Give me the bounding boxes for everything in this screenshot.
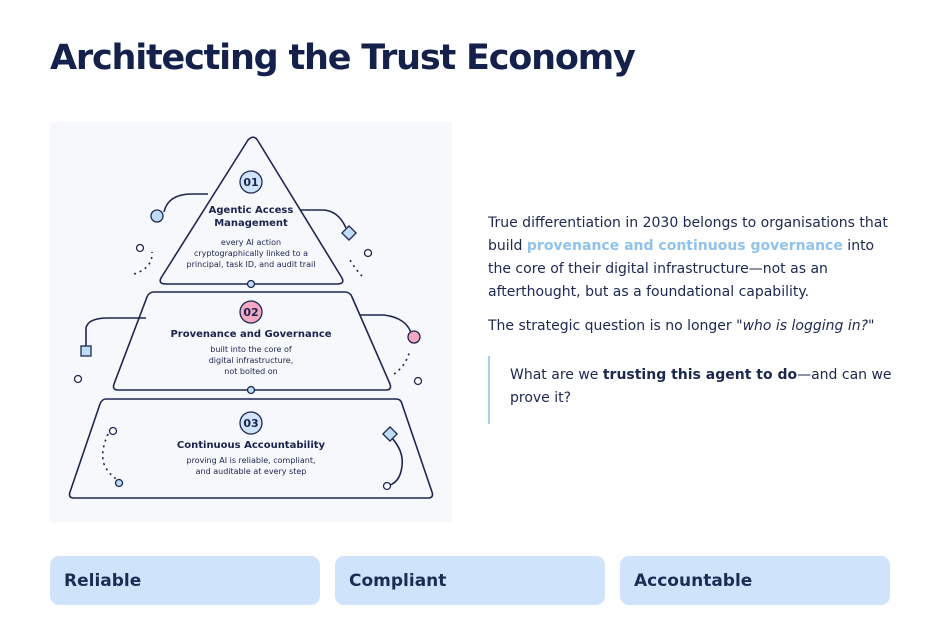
connector-line (393, 349, 411, 375)
node-marker (341, 225, 357, 241)
question-quote: "who is logging in?" (736, 318, 875, 334)
tier-1-desc-line: every AI action (221, 238, 281, 247)
connector-line (133, 251, 153, 275)
tier-1-badge (239, 170, 263, 194)
page-title: Architecting the Trust Economy (50, 38, 636, 78)
card-compliant: Compliant (335, 556, 605, 605)
tier-1-shape (159, 136, 344, 285)
node-marker (114, 478, 124, 488)
trust-pyramid-svg: 01 Agentic Access Management every AI ac… (68, 136, 434, 499)
node-marker (382, 481, 392, 491)
highlight-phrase: provenance and continuous governance (526, 238, 843, 254)
node-marker (363, 248, 373, 258)
intro-text: into the core of their digital infrastru… (488, 238, 875, 300)
card-label: Reliable (64, 570, 142, 591)
node-marker (407, 330, 421, 344)
tier-2-shape (112, 291, 392, 391)
quote-text: —and can we prove it? (510, 367, 892, 406)
node-marker (80, 345, 92, 357)
tier-3-title-line: Continuous Accountability (177, 440, 326, 451)
tier-3-badge (239, 411, 263, 435)
card-accountable: Accountable (620, 556, 890, 605)
pull-quote: What are we trusting this agent to do—an… (488, 356, 893, 424)
tier-2-badge (239, 300, 263, 324)
tier-2-desc-line: not bolted on (224, 367, 277, 376)
tier-joint (246, 385, 256, 395)
connector-line (101, 433, 119, 481)
connector-line (163, 193, 208, 213)
tier-2-desc-line: digital infrastructure, (209, 356, 294, 365)
question-paragraph: The strategic question is no longer "who… (488, 315, 893, 338)
tier-3-shape (68, 398, 434, 499)
tier-2-desc-line: built into the core of (210, 345, 292, 354)
tier-3-desc-line: proving AI is reliable, compliant, (187, 456, 316, 465)
tier-1-desc-line: cryptographically linked to a (194, 249, 308, 258)
card-label: Compliant (349, 570, 447, 591)
tier-3-desc-line: and auditable at every step (196, 467, 307, 476)
connector-line (385, 435, 404, 487)
node-marker (135, 243, 145, 253)
tier-1-title-line: Management (214, 218, 288, 229)
trust-pyramid-diagram: 01 Agentic Access Management every AI ac… (50, 122, 452, 522)
node-marker (382, 426, 398, 442)
tier-joint (246, 279, 256, 289)
intro-text: True differentiation in 2030 belongs to … (488, 215, 888, 254)
node-marker (108, 426, 118, 436)
node-marker (413, 376, 423, 386)
body-copy: True differentiation in 2030 belongs to … (488, 212, 893, 424)
connector-line (300, 209, 347, 229)
quote-emphasis: trusting this agent to do (602, 367, 798, 383)
card-label: Accountable (634, 570, 753, 591)
node-marker (150, 209, 164, 223)
tier-1-number: 01 (243, 176, 258, 189)
question-text: The strategic question is no longer (488, 318, 737, 334)
tier-3-number: 03 (243, 417, 258, 430)
connector-line (85, 317, 146, 346)
connector-line (349, 259, 363, 277)
tier-2-title-line: Provenance and Governance (170, 329, 331, 340)
card-reliable: Reliable (50, 556, 320, 605)
tier-1-title-line: Agentic Access (209, 205, 294, 216)
intro-paragraph: True differentiation in 2030 belongs to … (488, 212, 893, 304)
tier-1-desc-line: principal, task ID, and audit trail (187, 260, 316, 269)
tier-2-number: 02 (243, 306, 258, 319)
node-marker (73, 374, 83, 384)
quote-text: What are we (510, 367, 603, 383)
